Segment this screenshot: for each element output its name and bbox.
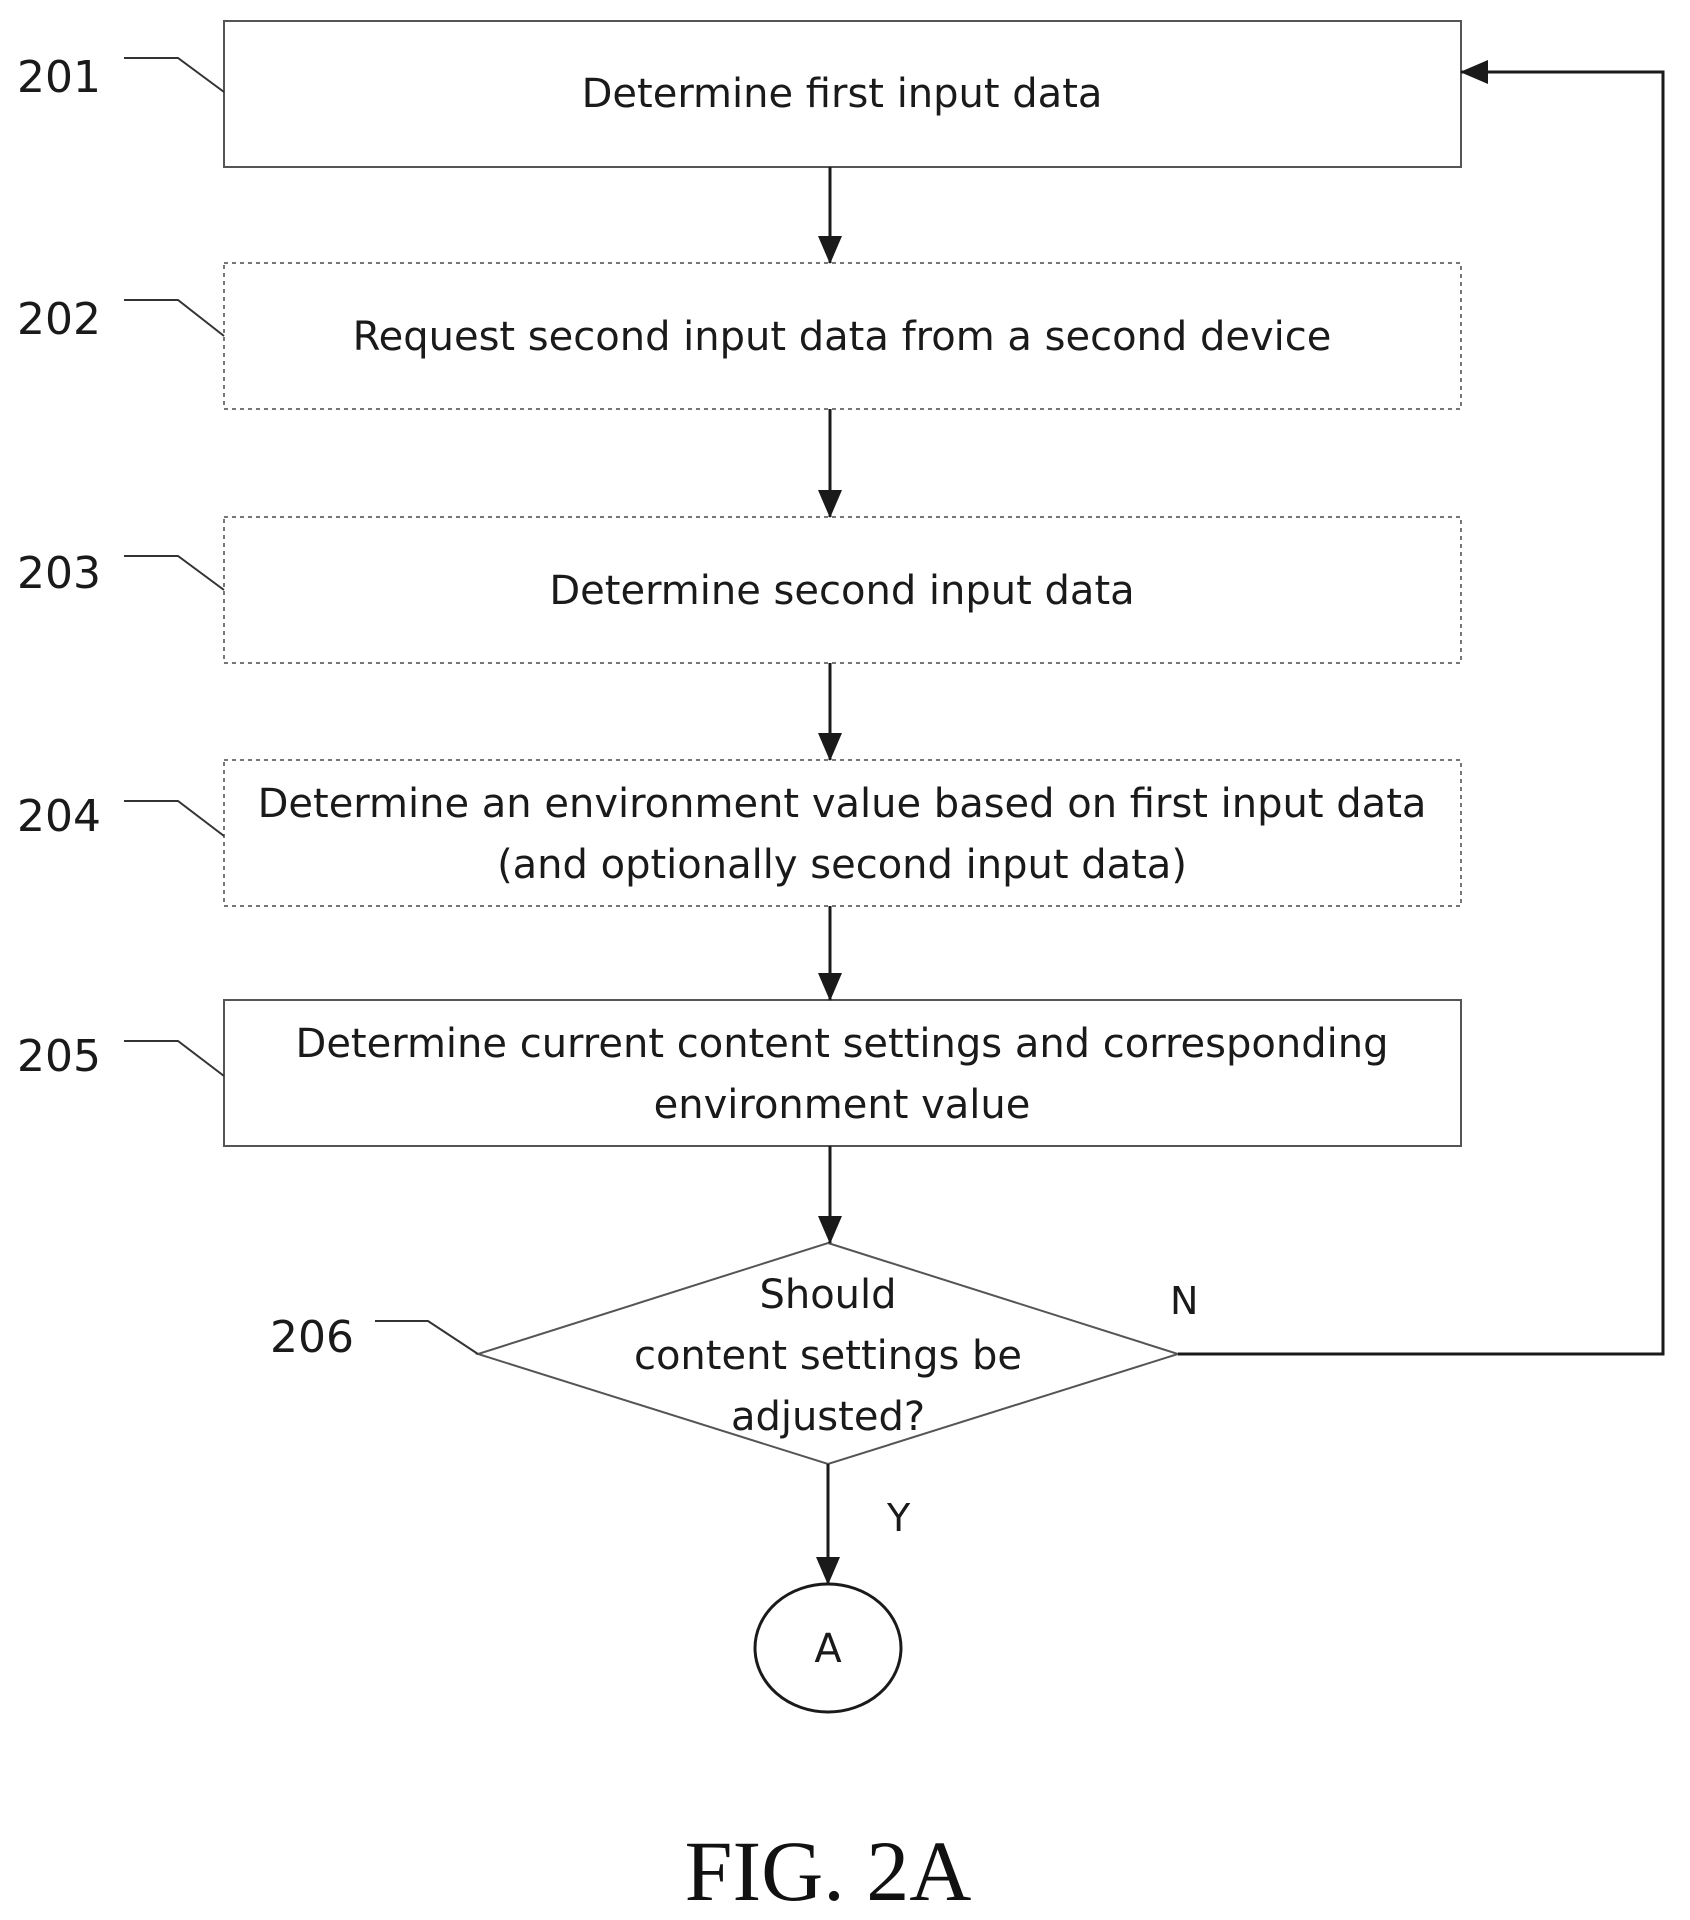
step-204: Determine an environment value based on … [17,760,1461,906]
step-202-leader [124,300,224,336]
step-203: Determine second input data 203 [17,517,1461,663]
step-204-leader [124,801,224,836]
decision-text-line-3: adjusted? [731,1394,925,1440]
decision-no-label: N [1170,1279,1198,1323]
step-203-ref: 203 [17,548,101,599]
step-201-ref: 201 [17,52,101,103]
connector-a: A [755,1584,901,1712]
step-203-text: Determine second input data [549,568,1134,614]
step-202-text: Request second input data from a second … [353,314,1332,360]
decision-text-line-2: content settings be [634,1333,1022,1379]
step-201-text: Determine first input data [582,71,1103,117]
decision-ref: 206 [270,1312,354,1363]
figure-label: FIG. 2A [685,1823,972,1919]
step-205-leader [124,1041,224,1076]
decision-text-line-1: Should [759,1272,896,1318]
connector-label: A [814,1626,842,1672]
step-205: Determine current content settings and c… [17,1000,1461,1146]
step-205-ref: 205 [17,1031,101,1082]
step-203-leader [124,556,224,590]
step-204-text-line-2: (and optionally second input data) [497,842,1187,888]
decision-206: Should content settings be adjusted? 206… [270,1243,1198,1540]
decision-leader [375,1321,478,1354]
step-202: Request second input data from a second … [17,263,1461,409]
step-202-ref: 202 [17,294,101,345]
step-201: Determine first input data 201 [17,21,1461,167]
step-205-text-line-2: environment value [654,1082,1031,1128]
step-204-ref: 204 [17,791,101,842]
step-201-leader [124,58,224,92]
decision-yes-label: Y [886,1496,911,1540]
step-205-text-line-1: Determine current content settings and c… [296,1021,1389,1067]
step-204-text-line-1: Determine an environment value based on … [258,781,1427,827]
